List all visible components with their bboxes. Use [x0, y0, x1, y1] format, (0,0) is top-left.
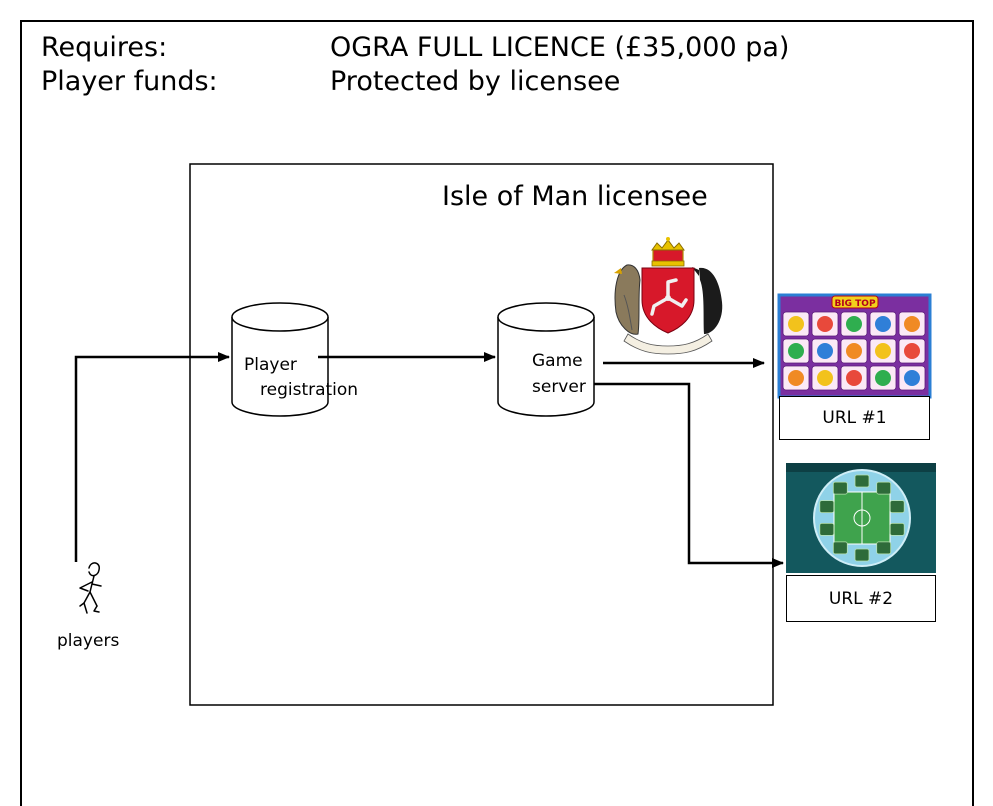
url-2-box[interactable]: URL #2	[786, 575, 936, 622]
url-1-box[interactable]: URL #1	[779, 396, 930, 440]
players-to-registration-arrow	[74, 352, 230, 562]
slot-symbol	[904, 370, 920, 386]
server-to-url2-arrow	[594, 382, 784, 568]
licensee-box	[189, 163, 774, 706]
game-server-database-icon	[497, 302, 595, 417]
requires-value: OGRA FULL LICENCE (£35,000 pa)	[330, 32, 790, 63]
game-server-label-line1: Game	[532, 351, 583, 371]
outer-frame	[20, 20, 974, 806]
slot-symbol	[846, 343, 862, 359]
slot-machine-game-icon: BIG TOP	[777, 293, 932, 399]
football-game-tile	[819, 523, 835, 536]
football-game-tile	[819, 500, 835, 514]
slot-symbol	[875, 316, 891, 332]
stick-figure-player-icon	[79, 562, 102, 614]
slot-symbol	[817, 343, 833, 359]
football-game-tile	[854, 474, 870, 488]
player-funds-label: Player funds:	[41, 66, 218, 97]
licensee-box-title: Isle of Man licensee	[442, 181, 708, 212]
url-2-label: URL #2	[828, 588, 894, 609]
player-funds-value: Protected by licensee	[330, 66, 621, 97]
slot-symbol	[904, 316, 920, 332]
registration-label-line2: registration	[260, 380, 359, 400]
slot-symbol	[817, 316, 833, 332]
slot-banner-text: BIG TOP	[834, 299, 876, 309]
slot-symbol	[788, 370, 804, 386]
slot-symbol	[817, 370, 833, 386]
slot-symbol	[788, 343, 804, 359]
requires-label: Requires:	[41, 32, 168, 63]
game-server-label-line2: server	[532, 377, 586, 397]
players-label: players	[57, 631, 120, 651]
football-game-tile	[889, 523, 905, 536]
football-pitch-game-icon	[786, 463, 936, 573]
football-game-tile	[889, 500, 905, 514]
slot-symbol	[904, 343, 920, 359]
registration-database-icon	[231, 302, 329, 417]
football-game-tile	[854, 548, 870, 562]
isle-of-man-coat-of-arms-icon	[614, 237, 723, 355]
football-game-tile	[832, 481, 848, 495]
football-game-tile	[876, 481, 892, 495]
football-game-tile	[832, 541, 848, 555]
slot-symbol	[875, 370, 891, 386]
slot-symbol	[788, 316, 804, 332]
football-game-tile	[876, 541, 892, 555]
slot-symbol	[875, 343, 891, 359]
url-1-label: URL #1	[822, 408, 887, 428]
registration-label-line1: Player	[244, 355, 297, 375]
slot-symbol	[846, 316, 862, 332]
slot-symbol	[846, 370, 862, 386]
